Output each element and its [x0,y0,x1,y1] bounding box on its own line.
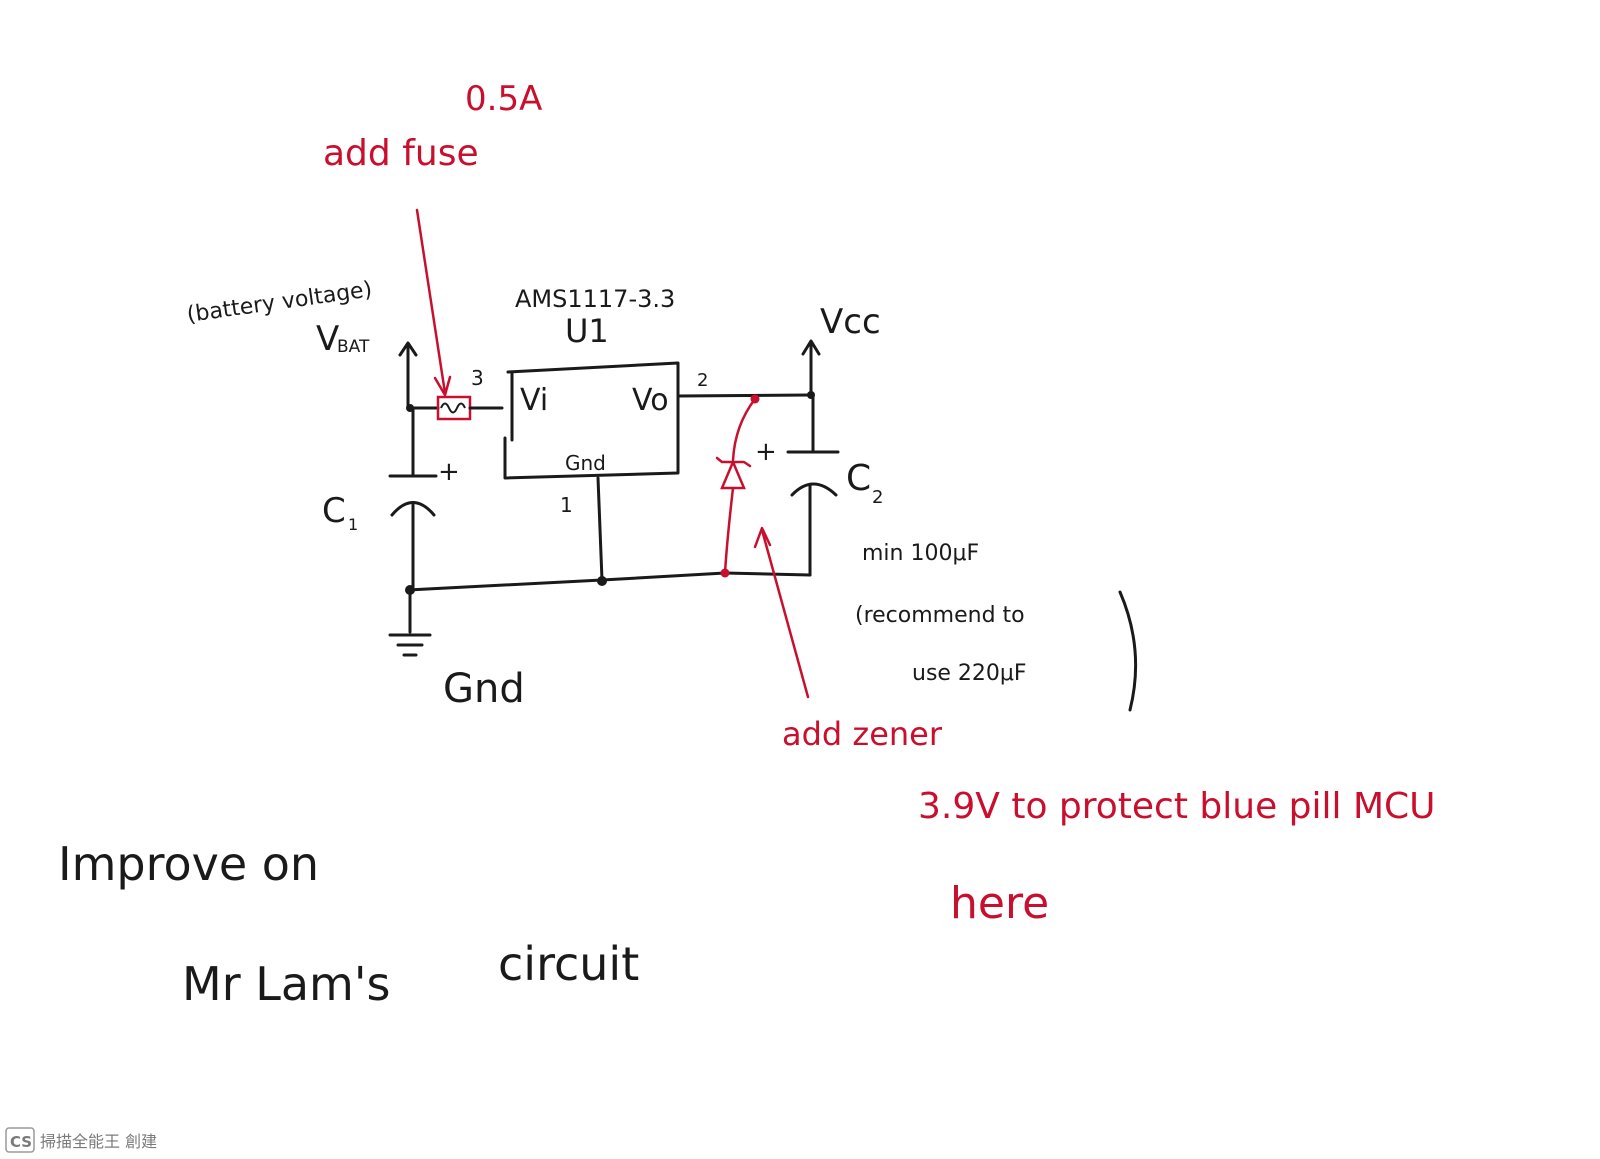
heading-line2: Mr Lam's [182,957,390,1011]
fuse-symbol [436,395,472,421]
pin3-label: 3 [471,366,484,390]
fuse-rating-label: 0.5A [465,79,542,119]
svg-text:C: C [846,458,871,499]
c2-label: C 2 [846,458,883,508]
svg-text:V: V [316,319,339,359]
heading-line1: Improve on [58,837,319,891]
c2-plus: + [755,437,777,467]
c2-capacitor [786,393,840,577]
c2-min-value: min 100μF [862,541,979,566]
output-wire [676,393,812,398]
regulator-gnd-lead [596,476,604,582]
c2-recommend-line1: (recommend to [855,603,1025,628]
scanner-logo-text: CS [10,1133,32,1151]
recommend-closing-paren [1118,590,1138,712]
c1-plus: + [438,457,460,487]
pin1-label: 1 [560,493,573,517]
pin-vo-label: Vo [632,383,669,418]
zener-arrow [753,526,810,699]
add-fuse-label: add fuse [323,133,479,174]
c2-recommend-line2: use 220μF [912,661,1027,686]
c1-label: C 1 [322,491,358,534]
vcc-arrow [801,339,821,397]
gnd-label: Gnd [443,666,525,712]
svg-text:BAT: BAT [337,337,370,357]
svg-text:1: 1 [348,515,358,534]
regulator-part-label: AMS1117-3.3 [515,285,675,313]
scanner-watermark-text: 掃描全能王 創建 [40,1132,157,1151]
vbat-arrow [398,341,418,410]
zener-diode [715,394,760,578]
pin-vi-label: Vi [520,383,548,418]
ground-bus [406,571,812,592]
pin2-label: 2 [697,370,708,391]
regulator-body [503,361,680,480]
ground-symbol [388,588,432,657]
zener-voltage-note: 3.9V to protect blue pill MCU [918,786,1436,827]
svg-text:2: 2 [872,487,883,508]
ground-node-mid [597,576,607,586]
pin-gnd-label: Gnd [565,451,606,475]
svg-text:C: C [322,491,346,531]
add-zener-label: add zener [782,715,943,753]
regulator-ref-label: U1 [565,312,609,350]
scanner-watermark: CS 掃描全能王 創建 [5,1127,157,1153]
vcc-label: Vcc [820,302,881,342]
c1-capacitor [388,406,438,592]
heading-line3: circuit [498,937,639,991]
fuse-arrow [415,208,452,397]
scanner-logo-icon [5,1127,35,1153]
battery-voltage-note: (battery voltage) [185,277,373,328]
vbat-label: V BAT [316,319,370,359]
zener-voltage-note-here: here [950,878,1049,929]
